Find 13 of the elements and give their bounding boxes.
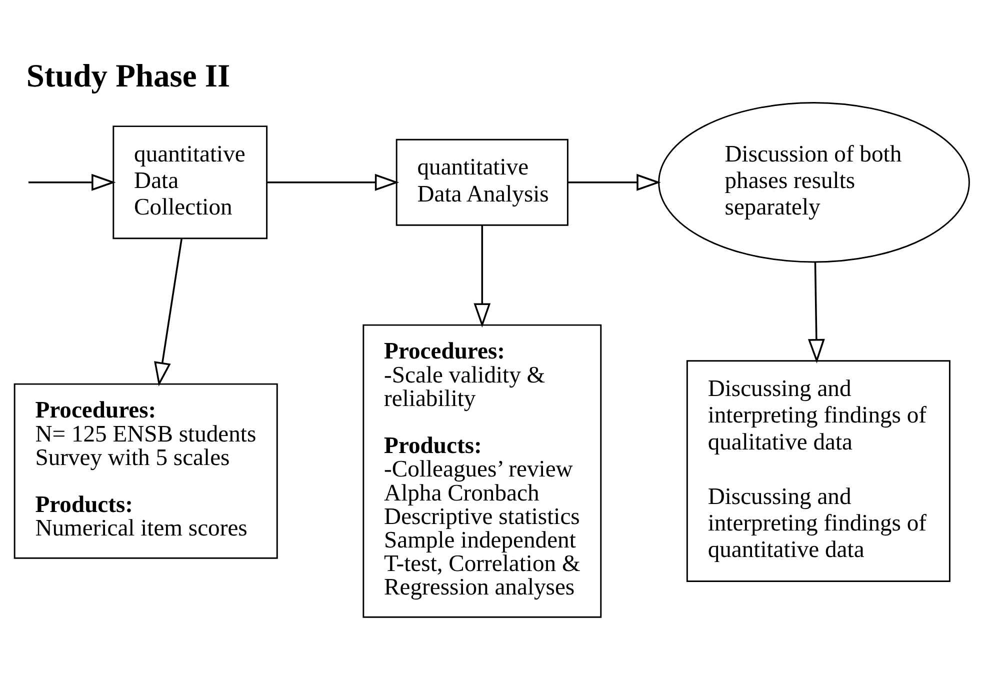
arrow xyxy=(28,174,116,191)
arrow xyxy=(154,238,182,386)
node-box: quantitative Data Analysis xyxy=(396,138,568,226)
node-box: Procedures: N= 125 ENSB students Survey with 5 scales Products: Numerical item scores xyxy=(14,383,278,559)
arrow xyxy=(808,262,825,364)
node-ellipse: Discussion of both phases results separately xyxy=(658,102,970,263)
arrow xyxy=(267,174,400,191)
arrow xyxy=(568,174,661,191)
arrow xyxy=(474,225,491,328)
diagram-title: Study Phase II xyxy=(26,58,230,94)
node-box: quantitative Data Collection xyxy=(112,126,268,240)
node-box: Procedures: -Scale validity & reliability Products: -Colleagues’ review Alpha Cronbach Descriptive statistics Sample independent T-test, Correlation & Regression analyses xyxy=(362,324,602,618)
node-box: Discussing and interpreting findings of qualitative data Discussing and interpreting findings of quantitative data xyxy=(686,360,950,582)
